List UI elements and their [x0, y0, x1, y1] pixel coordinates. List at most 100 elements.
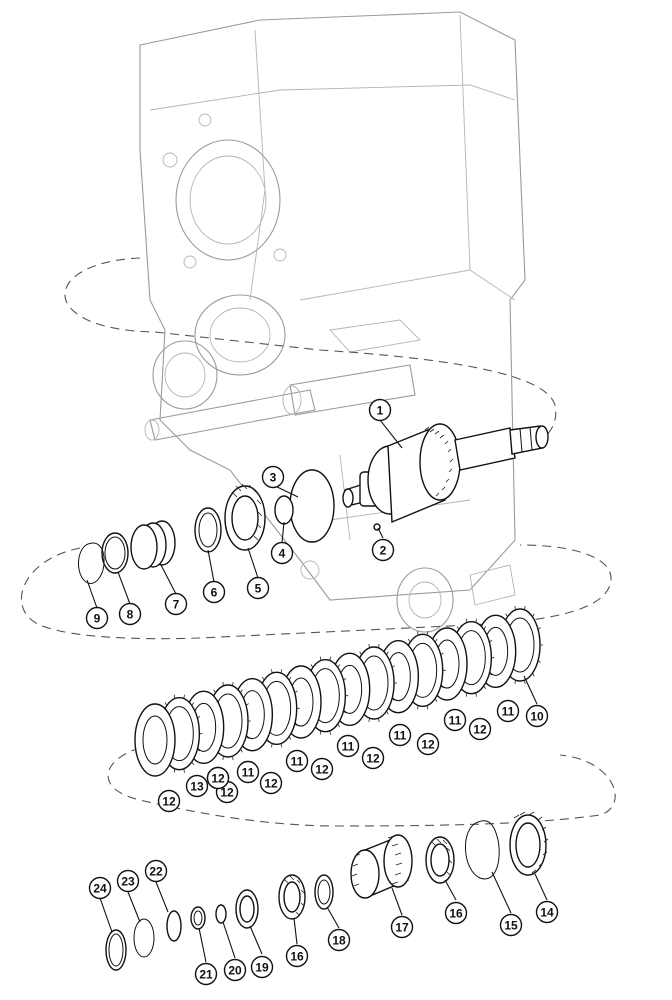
callout-label: 12: [421, 738, 435, 752]
callout-label: 11: [291, 755, 304, 769]
callout-label: 19: [255, 961, 269, 975]
callout-circle: [246, 576, 270, 600]
callout-circle: [223, 958, 247, 982]
callout-3: 3: [261, 465, 285, 489]
callout-9: 9: [85, 606, 109, 630]
callout-5: 5: [246, 576, 270, 600]
callout-30: 17: [390, 915, 414, 939]
shaft-assembly: [274, 423, 549, 543]
callout-16: 12: [361, 746, 385, 770]
callout-circle: [164, 592, 188, 616]
callout-label: 13: [190, 780, 204, 794]
callout-label: 16: [290, 950, 304, 964]
callout-label: 15: [504, 919, 518, 933]
callout-36: 22: [144, 859, 168, 883]
callout-circle: [270, 541, 294, 565]
callout-label: 7: [173, 598, 180, 612]
callout-circle: [285, 749, 309, 773]
callout-circle: [525, 704, 549, 728]
callout-label: 11: [242, 766, 255, 780]
callout-32: 16: [285, 944, 309, 968]
callout-label: 11: [394, 729, 407, 743]
callout-circle: [444, 901, 468, 925]
callout-10: 10: [525, 704, 549, 728]
callout-circle: [157, 789, 181, 813]
callout-37: 23: [116, 869, 140, 893]
callout-circle: [118, 602, 142, 626]
callout-label: 16: [449, 907, 463, 921]
callout-circle: [496, 699, 520, 723]
callout-circle: [310, 757, 334, 781]
callout-2: 2: [371, 538, 395, 562]
callout-1: 1: [368, 398, 392, 422]
callout-label: 14: [540, 906, 554, 920]
callout-7: 7: [164, 592, 188, 616]
callout-label: 18: [332, 934, 346, 948]
callout-circle: [202, 580, 226, 604]
callout-label: 5: [255, 582, 262, 596]
callout-20: 12: [259, 771, 283, 795]
callout-circle: [327, 928, 351, 952]
callout-circle: [371, 538, 395, 562]
callout-group: 1234567891011121112111211121112111211121…: [85, 398, 559, 986]
clutch-disc-stack: [134, 605, 543, 777]
callout-circle: [443, 708, 467, 732]
callout-circle: [116, 869, 140, 893]
callout-11: 11: [496, 699, 520, 723]
callout-circle: [261, 465, 285, 489]
callout-24: 12: [206, 766, 230, 790]
lower-parts-row: [105, 811, 549, 971]
callout-12: 12: [468, 717, 492, 741]
callout-15: 11: [388, 723, 412, 747]
callout-label: 8: [127, 608, 134, 622]
callout-8: 8: [118, 602, 142, 626]
callout-circle: [250, 955, 274, 979]
callout-label: 4: [279, 547, 286, 561]
callout-circle: [236, 760, 260, 784]
callout-circle: [206, 766, 230, 790]
friction-clutch-plate: [134, 703, 176, 777]
callout-6: 6: [202, 580, 226, 604]
callout-label: 24: [93, 882, 107, 896]
callout-circle: [194, 962, 218, 986]
callout-label: 11: [502, 705, 515, 719]
callout-27: 14: [535, 900, 559, 924]
callout-31: 18: [327, 928, 351, 952]
callout-circle: [185, 774, 209, 798]
callout-circle: [88, 876, 112, 900]
callout-33: 19: [250, 955, 274, 979]
callout-circle: [85, 606, 109, 630]
callout-label: 10: [530, 710, 544, 724]
callout-label: 12: [366, 752, 380, 766]
callout-label: 11: [449, 714, 462, 728]
callout-circle: [285, 944, 309, 968]
callout-label: 1: [377, 404, 384, 418]
callout-circle: [144, 859, 168, 883]
callout-label: 6: [211, 586, 218, 600]
callout-circle: [361, 746, 385, 770]
callout-4: 4: [270, 541, 294, 565]
callout-circle: [535, 900, 559, 924]
callout-35: 21: [194, 962, 218, 986]
callout-label: 3: [270, 471, 277, 485]
callout-26: 12: [157, 789, 181, 813]
callout-label: 12: [162, 795, 176, 809]
callout-circle: [416, 732, 440, 756]
callout-28: 15: [499, 913, 523, 937]
callout-18: 12: [310, 757, 334, 781]
callout-circle: [390, 915, 414, 939]
callout-label: 20: [228, 964, 242, 978]
callout-label: 11: [342, 740, 355, 754]
callout-19: 11: [285, 749, 309, 773]
callout-label: 17: [395, 921, 409, 935]
callout-14: 12: [416, 732, 440, 756]
callout-label: 21: [199, 968, 213, 982]
callout-34: 20: [223, 958, 247, 982]
callout-21: 11: [236, 760, 260, 784]
callout-13: 11: [443, 708, 467, 732]
leader-lines: [86, 419, 548, 963]
callout-label: 12: [473, 723, 487, 737]
callout-circle: [336, 734, 360, 758]
